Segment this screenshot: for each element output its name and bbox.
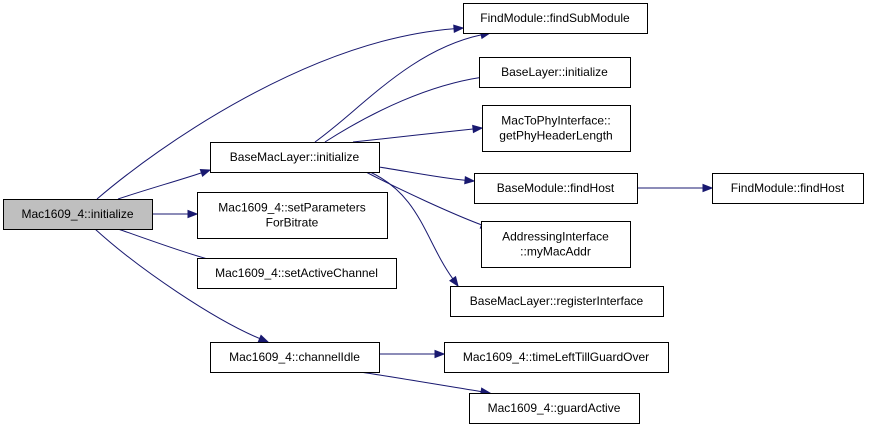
node-box [444,342,669,373]
node-baselayer-initialize[interactable]: BaseLayer::initialize [479,57,631,88]
node-label: Mac1609_4::setActiveChannel [215,266,378,280]
node-set-active-channel[interactable]: Mac1609_4::setActiveChannel [197,258,397,289]
edge-line [117,172,202,200]
node-box [481,221,631,268]
node-label: Mac1609_4::initialize [21,207,133,221]
node-label: BaseMacLayer::initialize [230,150,360,164]
node-box [450,286,664,317]
node-basemac-initialize[interactable]: BaseMacLayer::initialize [210,142,380,173]
node-box [210,342,380,373]
node-label: Mac1609_4::timeLeftTillGuardOver [463,350,649,364]
arrowhead-icon [472,124,484,134]
node-label: Mac1609_4::setParameters [218,201,365,215]
edge-line [369,171,454,279]
node-channel-idle[interactable]: Mac1609_4::channelIdle [210,342,380,373]
node-label: getPhyHeaderLength [499,129,612,143]
node-box [463,3,648,34]
edge-line [314,34,482,143]
node-my-mac-addr[interactable]: AddressingInterface::myMacAddr [481,221,631,268]
node-label: AddressingInterface [502,230,609,244]
arrowhead-icon [453,24,465,33]
node-box [210,142,380,173]
edge-line [359,371,482,393]
edge-line [352,128,474,143]
edge-basemac_initialize-to-get_phy_header [352,124,484,143]
edge-line [378,166,466,181]
node-guard-active[interactable]: Mac1609_4::guardActive [469,393,640,424]
arrowhead-icon [449,275,459,288]
node-label: FindModule::findSubModule [480,11,630,25]
node-box [3,199,153,230]
node-label: BaseMacLayer::registerInterface [470,294,644,308]
edge-line [324,76,482,143]
arrowhead-icon [702,183,714,193]
node-label: ::myMacAddr [520,245,591,259]
node-time-left-guard[interactable]: Mac1609_4::timeLeftTillGuardOver [444,342,669,373]
node-box [197,192,388,239]
edge-channel_idle-to-time_left_guard [378,349,446,359]
arrowhead-icon [464,175,476,185]
edge-line [365,171,482,226]
node-box [712,173,864,204]
node-find-sub-module[interactable]: FindModule::findSubModule [463,3,648,34]
node-find-host-base[interactable]: BaseModule::findHost [474,173,638,204]
node-find-host[interactable]: FindModule::findHost [712,173,864,204]
edge-line [96,28,455,200]
node-label: Mac1609_4::channelIdle [229,350,360,364]
node-label: BaseModule::findHost [497,181,615,195]
edge-find_host_base-to-find_host [637,183,714,193]
arrowhead-icon [434,349,446,359]
node-box [479,57,631,88]
node-box [197,258,397,289]
node-label: BaseLayer::initialize [501,65,608,79]
edge-line [94,228,260,340]
node-get-phy-header[interactable]: MacToPhyInterface::getPhyHeaderLength [482,105,631,152]
edge-mac_initialize-to-set_parameters [152,209,199,219]
edge-basemac_initialize-to-baselayer_initialize [324,73,492,143]
edge-mac_initialize-to-basemac_initialize [117,168,212,200]
arrowhead-icon [199,168,212,178]
edge-basemac_initialize-to-find_sub_module [314,30,492,143]
node-box [482,105,631,152]
node-box [469,393,640,424]
arrowhead-icon [187,209,199,219]
node-label: ForBitrate [266,216,319,230]
edge-mac_initialize-to-channel_idle [94,228,270,343]
node-label: Mac1609_4::guardActive [488,401,621,415]
node-register-interface[interactable]: BaseMacLayer::registerInterface [450,286,664,317]
edge-channel_idle-to-guard_active [359,371,492,396]
arrowhead-icon [257,334,270,343]
edge-basemac_initialize-to-find_host_base [378,166,476,185]
node-mac-initialize[interactable]: Mac1609_4::initialize [3,199,153,230]
node-label: FindModule::findHost [731,181,845,195]
nodes-layer: Mac1609_4::initialize BaseMacLayer::initi… [3,3,864,424]
node-box [474,173,638,204]
node-label: MacToPhyInterface:: [501,114,610,128]
edge-basemac_initialize-to-register_interface [369,171,459,288]
edge-mac_initialize-to-find_sub_module [96,24,465,200]
